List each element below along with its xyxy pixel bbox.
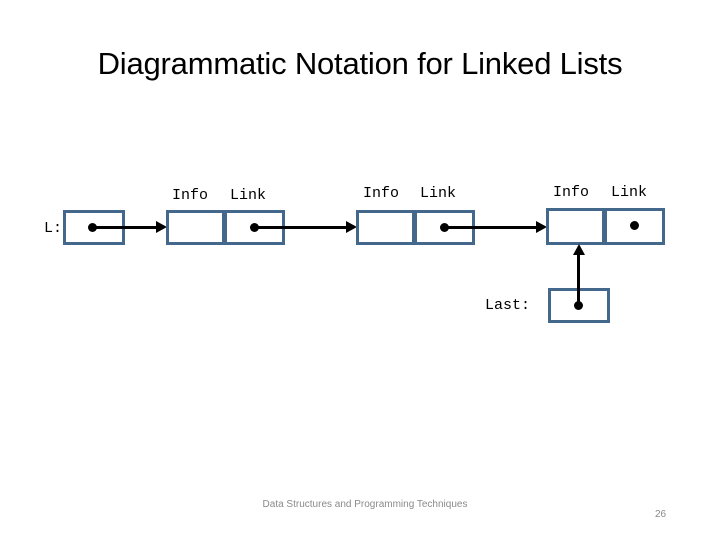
arrow-node1-to-node2-line xyxy=(254,226,348,229)
arrow-tail-to-node3-line xyxy=(577,254,580,305)
arrow-node2-to-node3-line xyxy=(444,226,538,229)
head-pointer-label: L: xyxy=(44,220,63,237)
tail-pointer-label: Last: xyxy=(485,297,531,314)
node-2-info-header: Info xyxy=(363,185,400,202)
arrow-node1-to-node2-head xyxy=(346,221,357,233)
arrow-node2-to-node3-head xyxy=(536,221,547,233)
arrow-head-to-node1-line xyxy=(92,226,158,229)
node-3-link-header: Link xyxy=(611,184,648,201)
page-number: 26 xyxy=(655,509,667,520)
arrow-tail-to-node3-head xyxy=(573,244,585,255)
node-2-link-header: Link xyxy=(420,185,457,202)
node-2-info-cell[interactable] xyxy=(356,210,415,245)
node-3-link-dot xyxy=(630,221,639,230)
node-3-info-header: Info xyxy=(553,184,590,201)
node-1-info-cell[interactable] xyxy=(166,210,225,245)
page-title: Diagrammatic Notation for Linked Lists xyxy=(97,46,623,81)
node-3-info-cell[interactable] xyxy=(546,208,605,245)
footer-text: Data Structures and Programming Techniqu… xyxy=(262,499,468,510)
linked-list-diagram: L: Info Link Info Link Info Link Last xyxy=(44,184,665,323)
node-1-info-header: Info xyxy=(172,187,209,204)
tail-pointer-dot xyxy=(574,301,583,310)
node-1-link-header: Link xyxy=(230,187,267,204)
arrow-head-to-node1-head xyxy=(156,221,167,233)
